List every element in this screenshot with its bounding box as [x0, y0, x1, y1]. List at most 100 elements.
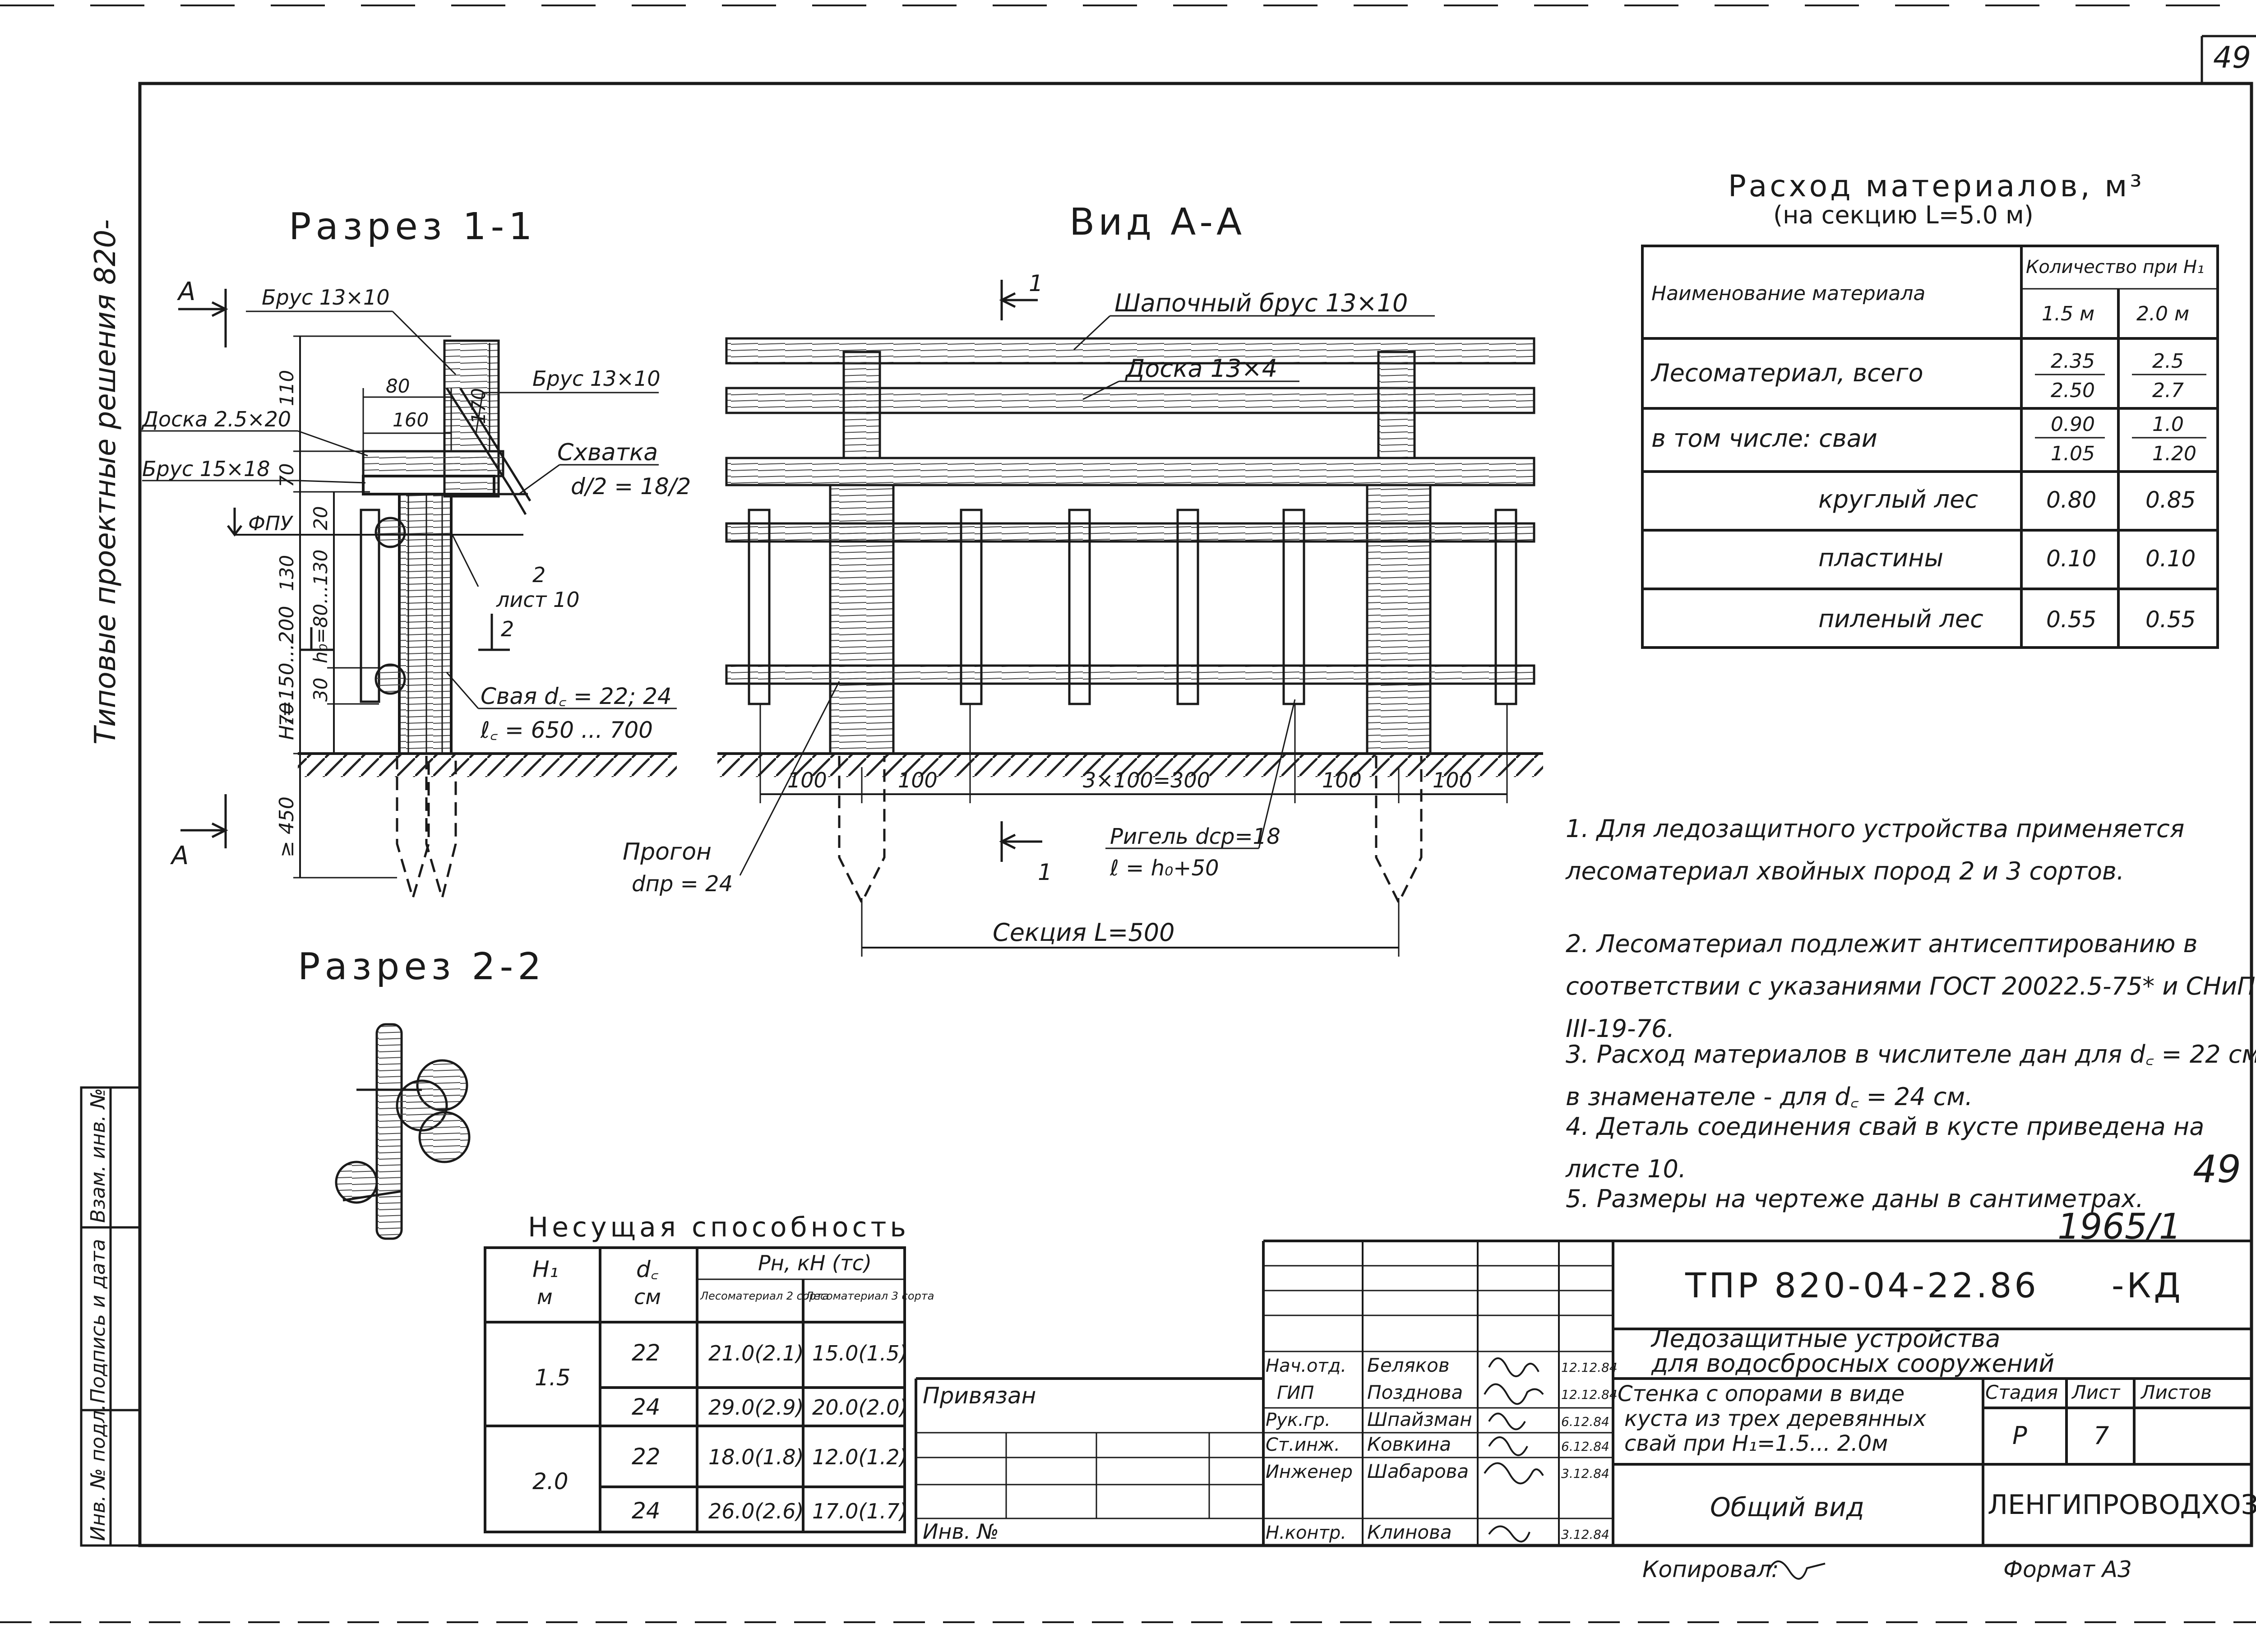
materials-title: Расход материалов, м³ [1728, 169, 2145, 204]
section-1-1-a-mark-top: А [177, 277, 195, 306]
capacity-d-head: d꜀ [636, 1256, 659, 1282]
section-1-1-title: Разрез 1-1 [289, 205, 536, 248]
sheet-number-corner: 49 [2213, 40, 2251, 75]
materials-col-h2: 2.0 м [2136, 302, 2189, 325]
staff-date-2: 6.12.84 [1561, 1414, 1609, 1429]
stamp-stage-head: Стадия [1985, 1381, 2058, 1403]
capacity-table: Несущая способность H₁ м d꜀ см Pн, кН (т… [484, 1212, 934, 1533]
label-skhvatka: Схватка [557, 439, 658, 466]
materials-row-total-v1: 2.35 [2051, 350, 2095, 373]
stamp-kd: -КД [2112, 1265, 2183, 1305]
capacity-p-sub1: Лесоматериал 2 сорта [700, 1290, 829, 1302]
copied-signature [1768, 1560, 1826, 1580]
stamp-general-view: Общий вид [1710, 1492, 1864, 1522]
capacity-row3-d: 22 [632, 1444, 661, 1470]
view-cut-1-bottom: 1 [1038, 859, 1052, 885]
handwritten-sheet-49: 49 [2193, 1147, 2241, 1191]
dim-170: 170 [467, 388, 490, 424]
section-2-2: Разрез 2-2 [298, 945, 541, 1240]
materials-row-piles-v2: 1.0 [2152, 413, 2184, 436]
capacity-row4-d: 24 [632, 1498, 661, 1524]
copied-label: Копировал: [1642, 1556, 1779, 1583]
materials-row-round-v2: 0.85 [2145, 487, 2196, 513]
capacity-d-unit: см [634, 1285, 661, 1309]
side-label: Типовые проектные решения 820- [89, 219, 122, 745]
note-1: 1. Для ледозащитного устройства применяе… [1566, 814, 2185, 885]
staff-name-3: Ковкина [1367, 1433, 1451, 1455]
dim-view-3: 100 [1322, 768, 1362, 792]
materials-row-round-v1: 0.80 [2046, 487, 2096, 513]
materials-row-plates-v1: 0.10 [2046, 546, 2096, 572]
staff-role-2: Рук.гр. [1266, 1410, 1331, 1430]
materials-row-total-v1b: 2.50 [2051, 379, 2095, 402]
materials-row-sawn-v2: 0.55 [2145, 606, 2196, 633]
materials-row-total-name: Лесоматериал, всего [1650, 359, 1923, 387]
staff-role-4: Инженер [1266, 1462, 1353, 1482]
stamp-code: ТПР 820-04-22.86 [1685, 1265, 2039, 1305]
stamp-stage: Р [2012, 1421, 2027, 1450]
label-list-num: 2 [532, 563, 546, 587]
label-doska: Доска 2.5×20 [141, 407, 291, 431]
staff-date-5: 3.12.84 [1561, 1527, 1609, 1542]
left-stamp-sign: Подпись и дата [87, 1239, 110, 1403]
stamp-sheet: 7 [2094, 1421, 2109, 1450]
materials-head-qty: Количество при H₁ [2026, 257, 2204, 278]
left-stamp [80, 1086, 141, 1547]
dim-450: ≥ 450 [275, 796, 298, 857]
label-doska-13x4: Доска 13×4 [1125, 354, 1277, 383]
view-a-a-title: Вид А-А [1069, 201, 1245, 244]
dim-view-2: 3×100=300 [1083, 768, 1210, 792]
label-section-length: Секция L=500 [993, 918, 1174, 947]
label-rigel-l: ℓ = h₀+50 [1110, 856, 1219, 881]
materials-row-total-v2: 2.5 [2152, 350, 2184, 373]
staff-name-0: Беляков [1367, 1354, 1450, 1376]
capacity-row1-p2: 15.0(1.5) [812, 1341, 907, 1365]
stamp-org: ЛЕНГИПРОВОДХОЗ [1988, 1489, 2256, 1521]
capacity-row2-p1: 29.0(2.9) [708, 1395, 804, 1420]
dim-70b: 70 [276, 703, 298, 727]
label-progon: Прогон [623, 838, 712, 865]
staff-role-3: Ст.инж. [1266, 1435, 1340, 1455]
capacity-row3-h: 2.0 [532, 1468, 569, 1495]
label-brus-right: Брус 13×10 [532, 366, 661, 391]
materials-table: Расход материалов, м³ (на секцию L=5.0 м… [1641, 169, 2219, 649]
label-rigel: Ригель dср=18 [1110, 824, 1281, 849]
materials-row-plates-v2: 0.10 [2145, 546, 2196, 572]
staff-date-1: 12.12.84 [1561, 1387, 1618, 1402]
stamp-privyazan: Привязан [923, 1383, 1036, 1409]
capacity-row1-p1: 21.0(2.1) [708, 1341, 804, 1365]
capacity-row2-d: 24 [632, 1394, 661, 1420]
label-skhvatka-fraction: d/2 = 18/2 [571, 473, 691, 500]
dim-30: 30 [310, 678, 332, 702]
sheet-frame [0, 5, 2256, 1623]
capacity-h-head: H₁ [532, 1256, 559, 1282]
note-2: 2. Лесоматериал подлежит антисептировани… [1566, 930, 2256, 1043]
title-block: ТПР 820-04-22.86 -КД Ледозащитные устрой… [915, 1240, 2256, 1546]
materials-row-piles-v1: 0.90 [2051, 413, 2095, 436]
dim-70a: 70 [276, 463, 298, 487]
staff-role-5: Н.контр. [1266, 1522, 1346, 1543]
view-a-a: Вид А-А [623, 201, 1543, 957]
capacity-title: Несущая способность [528, 1212, 910, 1243]
label-shap-brus: Шапочный брус 13×10 [1114, 289, 1408, 317]
dim-view-4: 100 [1433, 768, 1472, 792]
dim-110: 110 [276, 370, 298, 406]
materials-row-piles-name: в том числе: сваи [1651, 424, 1877, 453]
capacity-row1-d: 22 [632, 1340, 661, 1366]
section-1-1: Разрез 1-1 [140, 205, 691, 902]
dim-130: 130 [276, 555, 298, 591]
dim-20: 20 [310, 506, 332, 530]
capacity-row3-p2: 12.0(1.2) [812, 1445, 907, 1469]
materials-subtitle: (на секцию L=5.0 м) [1773, 201, 2034, 229]
label-brus-top: Брус 13×10 [262, 285, 390, 310]
stamp-title-1: Ледозащитные устройства [1650, 1324, 2000, 1353]
label-list-ref: лист 10 [496, 588, 580, 612]
staff-name-2: Шпайзман [1367, 1408, 1472, 1430]
materials-row-total-v2b: 2.7 [2152, 379, 2184, 402]
dim-80: 80 [386, 375, 410, 397]
staff-date-3: 6.12.84 [1561, 1439, 1609, 1454]
capacity-row2-p2: 20.0(2.0) [812, 1395, 907, 1420]
dim-160: 160 [393, 409, 429, 431]
capacity-p-head: Pн, кН (тс) [758, 1251, 872, 1275]
